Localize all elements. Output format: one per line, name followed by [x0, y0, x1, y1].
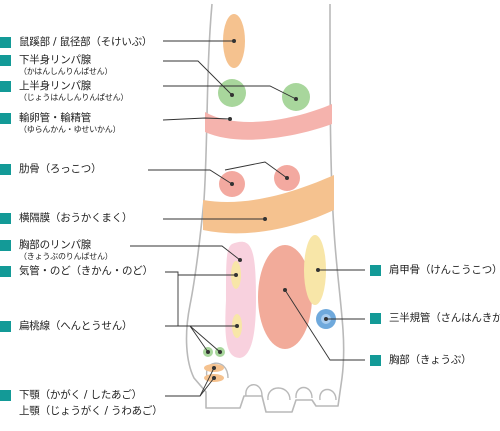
zone-kenkoukotsu [304, 235, 326, 305]
teal-marker [0, 390, 11, 401]
zone-yuran-band [205, 104, 332, 140]
label-hentousen: 扁桃線（へんとうせん） [0, 320, 133, 333]
teal-marker [0, 37, 11, 48]
teal-marker [370, 355, 381, 366]
label-rokkotsu: 肋骨（ろっこつ） [0, 163, 102, 176]
label-jougaku: 上顎（じょうがく / うわあご） [19, 405, 163, 417]
label-kyoubu: 胸部（きょうぶ） [370, 354, 472, 367]
label-yuran: 輸卵管・輸精管 （ゆらんかん・ゆせいかん） [0, 112, 121, 135]
teal-marker [0, 240, 11, 251]
label-kahanshin: 下半身リンパ腺 （かはんしんりんぱせん） [0, 54, 112, 77]
toe-outline-3 [267, 387, 291, 401]
zone-kyoubu [258, 245, 312, 349]
label-kenkoukotsu: 肩甲骨（けんこうこつ） [370, 264, 500, 277]
teal-marker [0, 81, 11, 92]
toe-outline-2 [245, 384, 263, 397]
teal-marker [0, 213, 11, 224]
toe-outline-1 [205, 362, 229, 381]
teal-marker [0, 266, 11, 277]
label-kyoubu-lymph: 胸部のリンパ腺 （きょうぶのりんぱせん） [0, 239, 113, 262]
label-sanhankikan: 三半規管（さんはんきかん） [370, 312, 500, 325]
label-oukakumaku: 横隔膜（おうかくまく） [0, 212, 133, 225]
label-kikan: 気管・のど（きかん・のど） [0, 265, 153, 278]
toe-outline-4 [295, 386, 313, 399]
foot-outline [185, 3, 345, 413]
toe-outline-5 [319, 388, 337, 401]
label-johanshin: 上半身リンパ腺 （じょうはんしんりんぱせん） [0, 80, 128, 103]
teal-marker [0, 113, 11, 124]
teal-marker [0, 55, 11, 66]
teal-marker [0, 321, 11, 332]
label-kagaku: 下顎（かがく / したあご） [0, 389, 142, 402]
teal-marker [370, 265, 381, 276]
teal-marker [0, 164, 11, 175]
label-sokei: 鼠蹊部 / 鼠径部（そけいぶ） [0, 36, 152, 49]
leader-lines [130, 40, 365, 397]
teal-marker [370, 313, 381, 324]
